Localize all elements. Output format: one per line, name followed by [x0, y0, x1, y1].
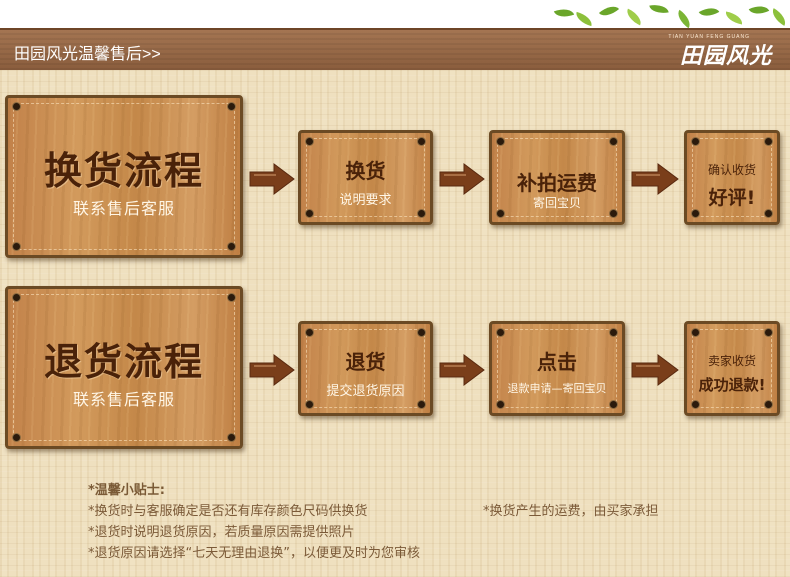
tips-title: *温馨小贴士: [88, 483, 165, 498]
return-step-3-title: 成功退款! [698, 376, 766, 394]
return-step-3-board: 卖家收货 成功退款! [684, 321, 780, 416]
return-step-1-title: 退货 [345, 350, 386, 374]
exchange-step-2-board: 补拍运费 寄回宝贝 [489, 130, 625, 225]
return-main-board: 退货流程 联系售后客服 [5, 286, 243, 449]
return-step-1-subtitle: 提交退货原因 [326, 384, 405, 399]
arrow-right-icon [439, 163, 485, 195]
return-step-2-board: 点击 退款申请—寄回宝贝 [489, 321, 625, 416]
return-main-subtitle: 联系售后客服 [72, 390, 175, 409]
brand-logo: 田园风光 [679, 43, 772, 69]
arrow-right-icon [249, 163, 295, 195]
exchange-main-title: 换货流程 [43, 149, 204, 193]
tips-section: *温馨小贴士: *换货时与客服确定是否还有库存颜色尺码供换货 *退货时说明退货原… [88, 480, 659, 564]
return-main-title: 退货流程 [43, 340, 204, 384]
exchange-main-board: 换货流程 联系售后客服 [5, 95, 243, 258]
exchange-step-1-subtitle: 说明要求 [339, 193, 392, 208]
tip-line: *退货原因请选择“七天无理由退换”，以便更及时为您审核 [88, 546, 420, 561]
return-step-3-subtitle: 卖家收货 [707, 354, 756, 368]
logo-subtitle: TIAN YUAN FENG GUANG [668, 34, 750, 40]
exchange-step-3-board: 确认收货 好评! [684, 130, 780, 225]
arrow-right-icon [631, 354, 679, 386]
exchange-step-2-title: 补拍运费 [517, 171, 597, 195]
arrow-right-icon [249, 354, 295, 386]
exchange-step-3-title: 好评! [708, 187, 756, 209]
header-title: 田园风光温馨售后>> [14, 46, 161, 63]
exchange-step-1-board: 换货 说明要求 [298, 130, 433, 225]
exchange-main-subtitle: 联系售后客服 [72, 199, 175, 218]
exchange-step-2-subtitle: 寄回宝贝 [532, 196, 581, 210]
tip-line-extra: *换货产生的运费，由买家承担 [483, 504, 659, 519]
tip-line: *换货时与客服确定是否还有库存颜色尺码供换货 [88, 504, 368, 519]
arrow-right-icon [439, 354, 485, 386]
return-step-2-subtitle: 退款申请—寄回宝贝 [507, 382, 607, 395]
leaves-decoration [545, 0, 790, 30]
exchange-step-3-subtitle: 确认收货 [707, 163, 756, 177]
return-step-2-title: 点击 [537, 350, 577, 374]
arrow-right-icon [631, 163, 679, 195]
return-step-1-board: 退货 提交退货原因 [298, 321, 433, 416]
exchange-step-1-title: 换货 [345, 159, 386, 183]
header-bar: 田园风光温馨售后>> TIAN YUAN FENG GUANG 田园风光 [0, 28, 790, 70]
tip-line: *退货时说明退货原因，若质量原因需提供照片 [88, 525, 355, 540]
